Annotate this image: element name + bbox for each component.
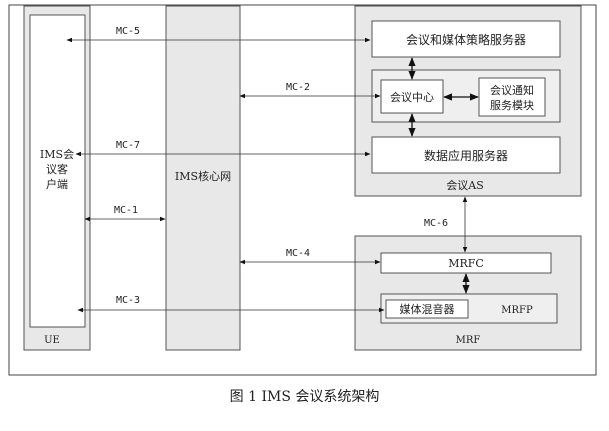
conference-center-label: 会议中心 [390, 91, 434, 104]
mc5-label: MC-5 [116, 26, 140, 37]
notify-module-label-line-1: 会议通知 [490, 83, 534, 97]
mc1-label: MC-1 [114, 205, 138, 216]
ims-client-label-line-3: 户端 [46, 177, 68, 191]
mrf-label: MRF [456, 335, 481, 346]
ims-core-box [165, 5, 241, 351]
data-app-server-box [371, 136, 561, 174]
ue-label: UE [44, 335, 60, 346]
mrfc-label: MRFC [448, 257, 484, 270]
conference-center-box [380, 79, 444, 114]
notify-module-box [478, 77, 546, 117]
notify-module-label-line-2: 服务模块 [490, 99, 534, 112]
figure-caption: 图 1 IMS 会议系统架构 [229, 389, 380, 405]
mc4-label: MC-4 [286, 248, 310, 259]
data-app-server-label: 数据应用服务器 [424, 148, 508, 163]
mixer-label: 媒体混音器 [400, 302, 455, 316]
ims-core-label: IMS核心网 [175, 169, 231, 183]
mixer-box [385, 299, 469, 319]
ims-client-label-line-1: IMS会 [40, 148, 74, 161]
policy-server-label: 会议和媒体策略服务器 [406, 32, 526, 47]
mrfc-box [380, 252, 552, 274]
ims-client-label-line-2: 议客 [46, 162, 68, 176]
mc3-label: MC-3 [116, 295, 140, 306]
mc6-label: MC-6 [424, 218, 448, 229]
policy-server-box [371, 20, 561, 58]
mc7-label: MC-7 [116, 140, 140, 151]
mrfp-label: MRFP [501, 305, 533, 316]
mc2-label: MC-2 [286, 82, 310, 93]
conference-as-label: 会议AS [446, 179, 483, 192]
ims-client-box [29, 14, 86, 328]
